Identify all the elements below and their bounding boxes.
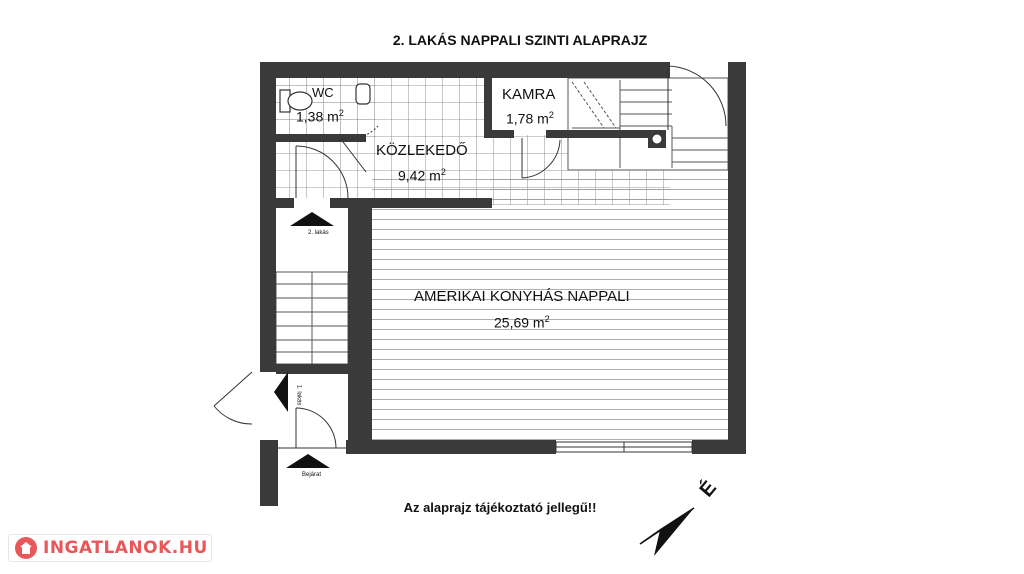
wc-area-sup: 2 — [338, 108, 344, 118]
brand-name: INGATLANOK.HU — [43, 538, 208, 558]
house-icon — [15, 537, 37, 559]
wc-area: 1,38 m — [296, 108, 339, 125]
staircase-top — [567, 77, 729, 171]
kozlekedo-name: KÖZLEKEDŐ — [376, 142, 468, 159]
kamra-area-sup: 2 — [548, 110, 554, 120]
entrance-arrows — [274, 212, 334, 468]
room-area-nappali: 25,69 m2 — [494, 310, 550, 332]
label-2-lakas: 2. lakás — [308, 230, 329, 236]
room-label-kozlekedo: KÖZLEKEDŐ — [376, 142, 468, 160]
room-label-kamra: KAMRA — [502, 86, 555, 104]
chimney — [648, 130, 666, 148]
window-bottom — [555, 441, 693, 453]
compass-arrow — [639, 507, 695, 556]
disclaimer: Az alaprajz tájékoztató jellegű!! — [403, 500, 597, 515]
kamra-area: 1,78 m — [506, 110, 549, 127]
brand-logo[interactable]: INGATLANOK.HU — [8, 534, 212, 562]
doors — [213, 65, 727, 449]
living-room-floor-top — [490, 170, 670, 205]
walls — [260, 62, 746, 506]
room-label-wc: WC — [312, 84, 334, 102]
room-area-kamra: 1,78 m2 — [506, 106, 554, 128]
label-1-lakas: 1. lakás — [295, 384, 302, 406]
kamra-floor — [490, 78, 568, 133]
staircase-left — [275, 271, 349, 365]
kozlekedo-area: 9,42 m — [398, 167, 441, 184]
label-bejarat: Bejárat — [302, 472, 322, 478]
wc-name: WC — [312, 85, 334, 100]
room-label-nappali: AMERIKAI KONYHÁS NAPPALI — [414, 288, 630, 306]
kamra-name: KAMRA — [502, 86, 556, 103]
wc-fixtures — [279, 83, 371, 113]
room-area-kozlekedo: 9,42 m2 — [398, 163, 446, 185]
nappali-name: AMERIKAI KONYHÁS NAPPALI — [414, 288, 630, 305]
kozlekedo-area-sup: 2 — [440, 167, 446, 177]
nappali-area-sup: 2 — [544, 314, 550, 324]
nappali-area: 25,69 m — [494, 314, 545, 331]
living-room-floor — [372, 170, 728, 440]
plan-title: 2. LAKÁS NAPPALI SZINTI ALAPRAJZ — [392, 32, 648, 48]
room-area-wc: 1,38 m2 — [296, 104, 344, 126]
